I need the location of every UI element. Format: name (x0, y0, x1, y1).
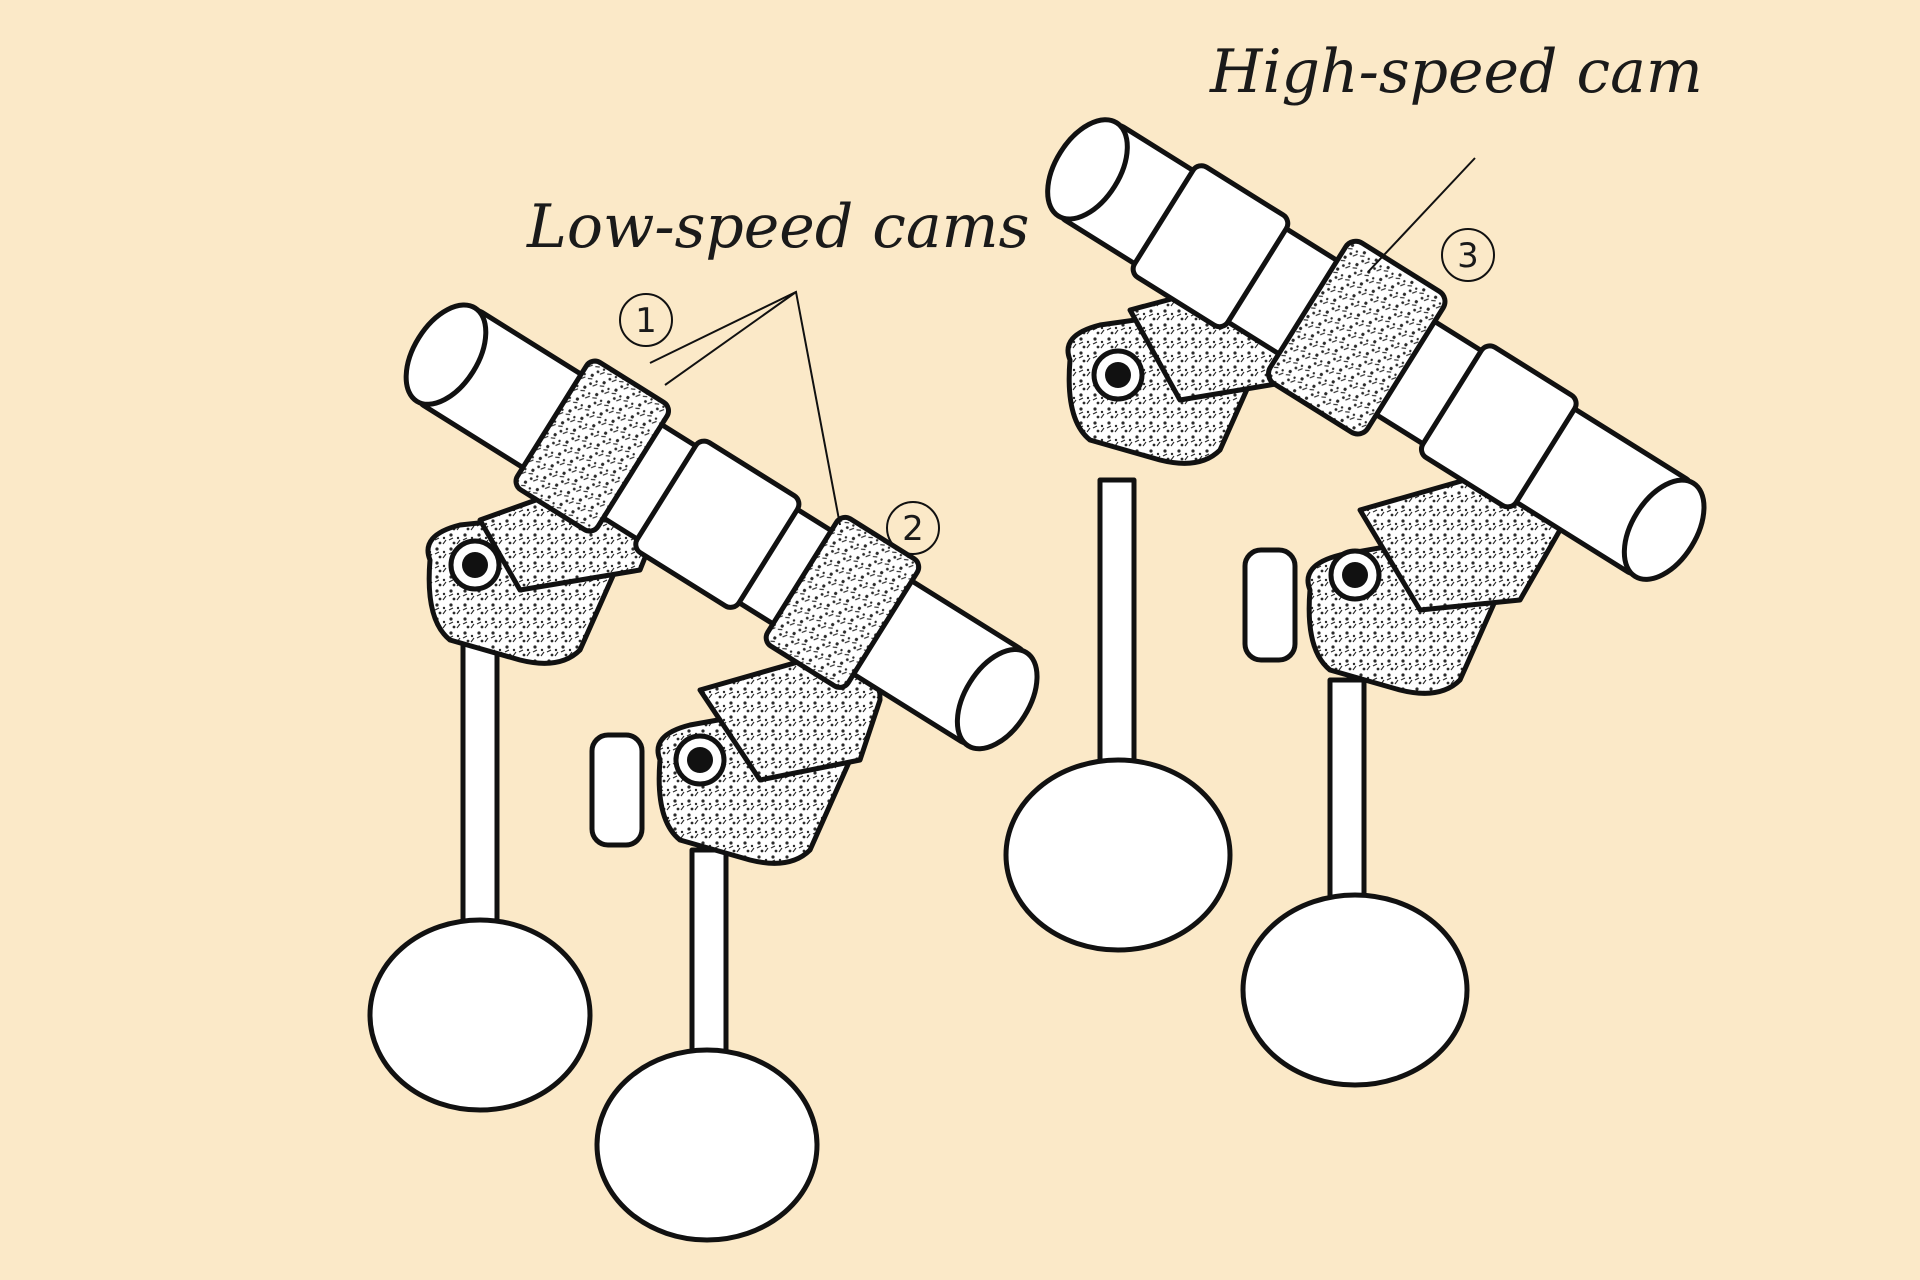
low-speed-cam-lobe-1 (513, 358, 672, 534)
camshaft-left (403, 302, 1040, 752)
valve-head-left-2 (594, 1047, 820, 1243)
low-speed-assembly (367, 290, 1040, 1243)
cam-journal-left (633, 438, 802, 610)
low-speed-cams-label: Low-speed cams (526, 192, 1029, 262)
valve-head-right-2 (1240, 892, 1470, 1088)
callout-3-text: 3 (1457, 236, 1479, 276)
high-speed-cam-label: High-speed cam (1209, 37, 1703, 107)
callout-2: 2 (886, 501, 940, 555)
adjuster-nut-left-2 (673, 733, 727, 787)
cam-journal-right-1 (1130, 163, 1291, 330)
adjuster-nut-left-1 (448, 538, 502, 592)
callout-3: 3 (1441, 228, 1495, 282)
callout-line-1b (664, 291, 797, 386)
lost-motion-plunger-left (589, 732, 645, 848)
low-speed-cam-lobe-2 (763, 514, 922, 690)
high-speed-cam-lobe (1266, 238, 1448, 437)
high-speed-assembly (1003, 117, 1707, 1088)
callout-1-text: 1 (635, 301, 657, 341)
callout-1: 1 (619, 293, 673, 347)
adjuster-nut-right-2 (1328, 548, 1382, 602)
lost-motion-plunger-right (1242, 547, 1298, 663)
adjuster-nut-right-1 (1091, 348, 1145, 402)
cam-journal-right-2 (1418, 343, 1579, 510)
callout-2-text: 2 (902, 509, 924, 549)
valve-head-left-1 (367, 917, 593, 1113)
camshaft-right (1045, 117, 1707, 582)
valve-head-right-1 (1003, 757, 1233, 953)
callout-line-3 (1367, 157, 1476, 273)
